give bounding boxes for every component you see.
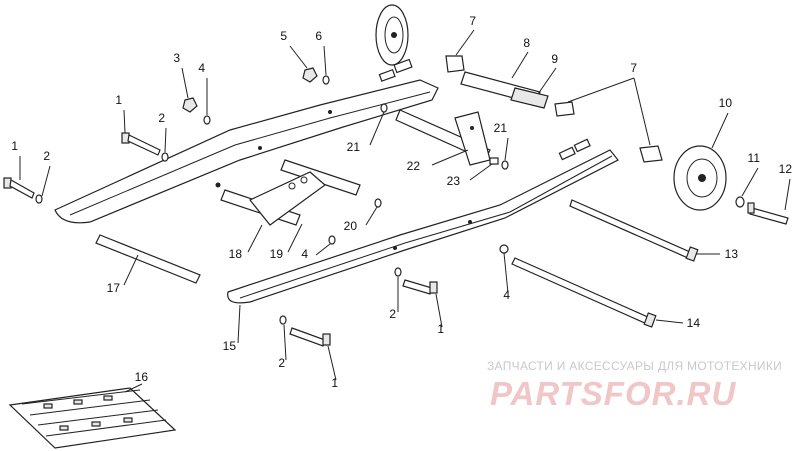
callout-c5: 5 (280, 29, 287, 43)
callout-c23: 23 (447, 174, 461, 188)
leader-lines (19, 29, 791, 393)
spacer-7b (639, 145, 663, 163)
washer-21a (380, 103, 388, 113)
watermark-logo: PARTSFOR.RU (490, 375, 736, 412)
callout-c18: 18 (229, 247, 243, 261)
washer-4-mid (328, 235, 336, 245)
bolt-1-mid (402, 279, 438, 295)
top-idler-wheel (375, 4, 409, 66)
callout-c6: 6 (315, 29, 322, 43)
long-bolt-14 (511, 257, 657, 328)
upper-shaft-8 (460, 71, 549, 109)
washer-4-top (203, 115, 211, 125)
washer-2-left (35, 194, 43, 204)
rear-idler-wheel-10 (673, 145, 727, 211)
washer-2-upper (161, 152, 169, 162)
callout-c12: 12 (779, 162, 793, 176)
callout-c15: 15 (223, 339, 237, 353)
callout-c1c: 1 (437, 322, 444, 336)
callout-c21b: 21 (494, 121, 508, 135)
washer-2-mid (394, 267, 402, 277)
callout-c17: 17 (107, 281, 121, 295)
callout-c11: 11 (748, 151, 761, 165)
bolt-1-upper (121, 132, 161, 156)
callout-c13: 13 (725, 247, 739, 261)
callout-c2a: 2 (43, 149, 50, 163)
callout-c16: 16 (135, 370, 149, 384)
washer-11 (735, 196, 745, 208)
callout-c3a: 3 (173, 51, 180, 65)
callout-c4b: 4 (301, 247, 308, 261)
callout-c4a: 4 (198, 61, 205, 75)
callout-c7b: 7 (630, 61, 637, 75)
callout-c2b: 2 (158, 111, 165, 125)
spacer-7a (445, 55, 465, 73)
callout-c2d: 2 (278, 356, 285, 370)
bolt-1-lower (289, 327, 331, 347)
callout-c2c: 2 (389, 307, 396, 321)
callout-c1d: 1 (331, 376, 338, 390)
washer-6 (322, 75, 330, 85)
washer-4-right (499, 244, 509, 254)
callout-c21a: 21 (347, 140, 361, 154)
callout-c20: 20 (344, 219, 358, 233)
right-rail-lower (227, 138, 619, 304)
callout-c14: 14 (687, 316, 701, 330)
callout-c4c: 4 (503, 288, 510, 302)
callout-c1a: 1 (11, 139, 18, 153)
long-bolt-13 (569, 199, 699, 262)
callout-c10: 10 (719, 96, 733, 110)
callout-c22: 22 (407, 159, 421, 173)
bolt-12 (747, 202, 789, 225)
bolt-1-left (3, 177, 35, 199)
callout-c1b: 1 (115, 93, 122, 107)
nut-5 (302, 67, 318, 83)
cross-shafts (95, 109, 491, 284)
spacer-7c (554, 101, 575, 117)
washer-20 (374, 198, 382, 208)
washer-2-lower (279, 315, 287, 325)
callout-c19: 19 (270, 247, 284, 261)
callout-c8: 8 (523, 36, 530, 50)
callout-c9: 9 (551, 52, 558, 66)
watermark: ЗАПЧАСТИ И АКСЕССУАРЫ ДЛЯ МОТОТЕХНИКИ PA… (487, 359, 782, 412)
callout-c7a: 7 (469, 14, 476, 28)
spacer-23 (489, 157, 499, 165)
nut-3 (182, 97, 198, 113)
washer-21b (501, 160, 509, 170)
center-arm-18 (249, 171, 326, 226)
watermark-tagline: ЗАПЧАСТИ И АКСЕССУАРЫ ДЛЯ МОТОТЕХНИКИ (487, 359, 782, 373)
left-rail-upper (54, 58, 439, 224)
track-16 (8, 387, 177, 449)
